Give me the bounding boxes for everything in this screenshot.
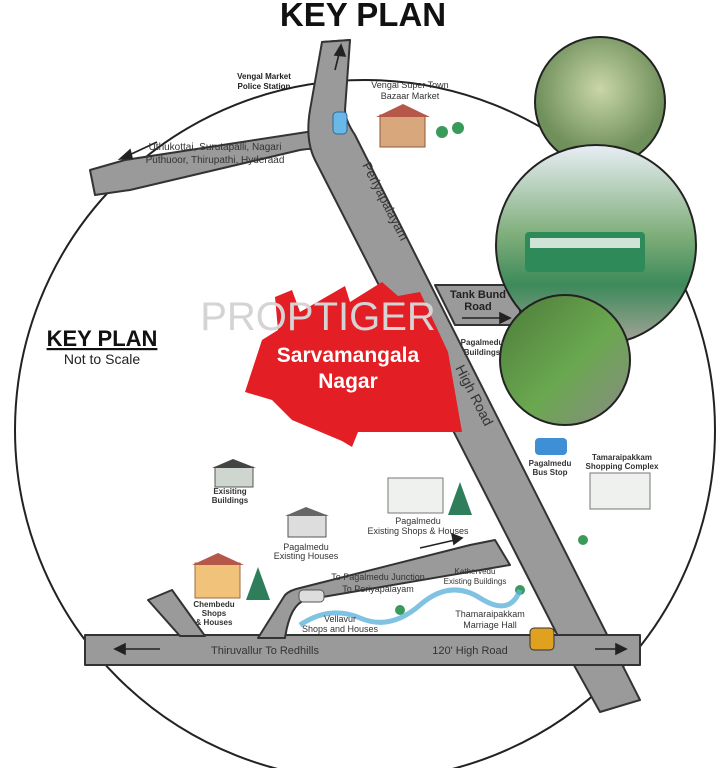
watermark: PROPTIGER [200,295,436,339]
road-thiruvallur-redhills [84,634,641,666]
house-icon [376,104,430,148]
auto-rickshaw-icon [529,627,555,651]
road-label-junction-1: To Pagalmedu Junction [331,572,425,582]
project-name-line1: Sarvamangala [277,344,420,367]
label-pagalmedu-buildings-1: Pagalmedu [461,338,504,347]
project-name-line2: Nagar [318,370,378,393]
label-vellavur-1: Vellavur [324,614,356,624]
bus-icon [535,438,567,455]
river-icon [298,587,523,628]
road-label-120-high-road: 120' High Road [432,645,508,657]
label-pagalmedu-houses-1: Pagalmedu [283,542,329,552]
page-title: KEY PLAN [280,0,446,33]
label-bazaar-1: Vengal Super Town [371,80,448,90]
road-pagalmedu-junction [257,539,511,639]
road-label-junction-2: To Periyapalayam [342,584,414,594]
house-icon [212,459,256,488]
label-pagalmedu-shops-1: Pagalmedu [395,516,441,526]
legend-heading: KEY PLAN [47,326,158,351]
label-chembedu-3: & Houses [196,618,233,627]
label-bus-stop-2: Bus Stop [532,468,567,477]
legend-scale-note: Not to Scale [64,351,140,367]
label-bus-stop-1: Pagalmedu [529,459,572,468]
label-chembedu-1: Chembedu [193,600,234,609]
label-existing-buildings-1: Exisiting [213,487,246,496]
road-label-tank-bund-2: Road [464,301,492,313]
building-icon [387,477,444,514]
label-kathervedu-1: Kathervedu [455,567,496,576]
road-chembedu [147,589,206,637]
house-icon [285,507,329,538]
label-vellavur-2: Shops and Houses [302,624,379,634]
building-icon [589,472,651,510]
road-label-thiruvallur: Thiruvallur To Redhills [211,645,320,657]
label-chembedu-2: Shops [202,609,227,618]
tree-icon [246,482,472,600]
label-shopping-complex-1: Tamaraipakkam [592,453,652,462]
label-kathervedu-2: Existing Buildings [444,577,507,586]
car-icon [298,589,325,603]
label-pagalmedu-shops-2: Existing Shops & Houses [367,526,469,536]
photo-tree-road [499,294,631,426]
label-marriage-hall-1: Thamaraipakkam [455,609,525,619]
direction-arrows [113,43,628,656]
label-bazaar-2: Bazaar Market [381,91,440,101]
label-shopping-complex-2: Shopping Complex [586,462,659,471]
label-pagalmedu-houses-2: Existing Houses [274,551,339,561]
label-marriage-hall-2: Marriage Hall [463,620,517,630]
car-icon [332,111,348,135]
road-label-uthukottai-2: Puthuoor, Thirupathi, Hyderaad [146,155,285,166]
road-label-tank-bund-1: Tank Bund [450,289,506,301]
label-police-station-1: Vengal Market [237,72,291,81]
label-pagalmedu-buildings-2: Buildings [464,348,501,357]
label-police-station-2: Police Station [238,82,291,91]
project-site-sarvamangala-nagar[interactable] [245,282,462,447]
road-label-uthukottai-1: Uthukottai, Surutapalli, Nagari [149,142,282,153]
house-icon [192,553,244,599]
label-existing-buildings-2: Buildings [212,496,249,505]
